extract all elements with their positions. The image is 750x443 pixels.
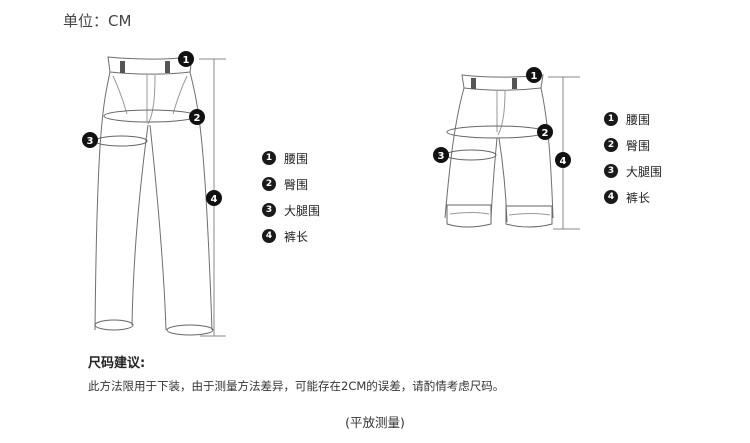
short-marker-4: 4 [555,152,571,168]
svg-text:4: 4 [211,194,218,205]
legend-label: 裤长 [284,229,309,244]
legend-item: 1 腰围 [262,145,320,171]
legend-item: 3 大腿围 [604,158,662,184]
shorts-legend: 1 腰围 2 臀围 3 大腿围 4 裤长 [604,106,662,210]
number-badge: 3 [262,203,276,217]
long-pants-legend: 1 腰围 2 臀围 3 大腿围 4 裤长 [262,145,320,249]
number-badge: 2 [604,138,618,152]
legend-item: 3 大腿围 [262,197,320,223]
number-badge: 4 [604,190,618,204]
svg-text:3: 3 [87,136,94,147]
flat-measure-note: (平放测量) [345,415,405,430]
size-tip-title: 尺码建议: [88,356,146,371]
short-marker-3: 3 [433,147,449,163]
svg-text:2: 2 [194,113,201,124]
long-marker-1: 1 [178,51,194,67]
number-badge: 1 [604,112,618,126]
number-badge: 2 [262,177,276,191]
legend-label: 腰围 [626,112,651,127]
short-marker-1: 1 [526,67,542,83]
unit-label: 单位：CM [63,12,132,30]
legend-label: 大腿围 [626,164,663,179]
legend-label: 裤长 [626,190,651,205]
long-marker-4: 4 [206,190,222,206]
short-marker-2: 2 [537,124,553,140]
legend-label: 腰围 [284,151,309,166]
size-tip-body: 此方法限用于下装，由于测量方法差异，可能存在2CM的误差，请酌情考虑尺码。 [88,379,505,393]
number-badge: 3 [604,164,618,178]
number-badge: 1 [262,151,276,165]
legend-item: 2 臀围 [604,132,662,158]
svg-text:3: 3 [438,151,445,162]
legend-item: 4 裤长 [604,184,662,210]
svg-text:2: 2 [542,128,549,139]
legend-item: 4 裤长 [262,223,320,249]
long-marker-2: 2 [189,109,205,125]
legend-label: 大腿围 [284,203,321,218]
svg-text:1: 1 [183,55,190,66]
legend-label: 臀围 [284,177,309,192]
number-badge: 4 [262,229,276,243]
shorts-illustration [444,74,580,230]
legend-label: 臀围 [626,138,651,153]
long-marker-3: 3 [82,132,98,148]
svg-text:4: 4 [560,156,567,167]
svg-text:1: 1 [531,71,538,82]
legend-item: 2 臀围 [262,171,320,197]
legend-item: 1 腰围 [604,106,662,132]
